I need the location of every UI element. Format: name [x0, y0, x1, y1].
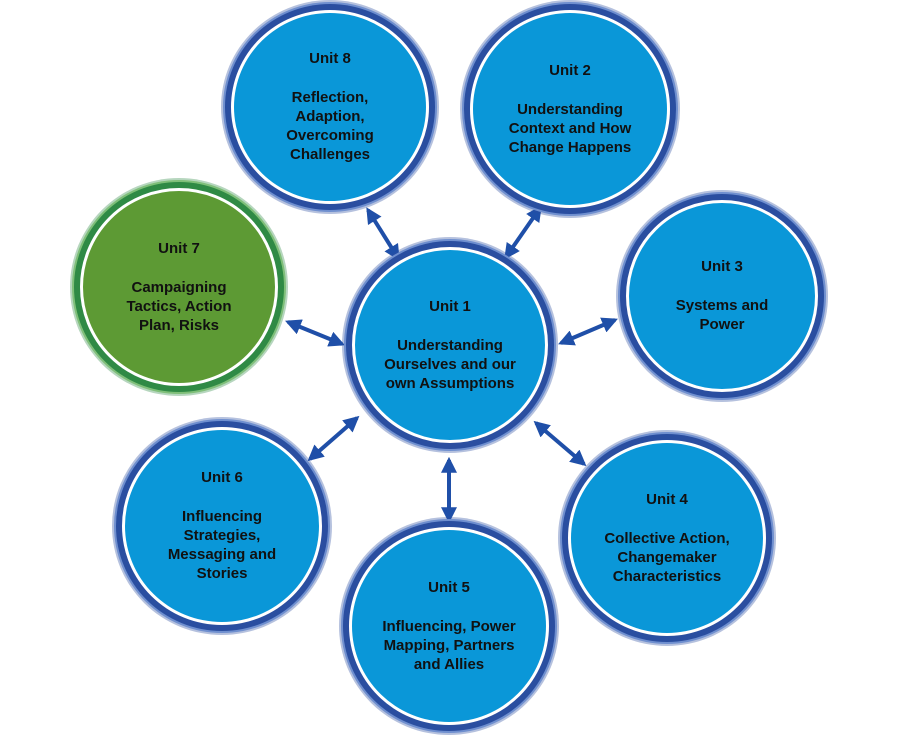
unit-5-circle: Unit 5 Influencing, Power Mapping, Partn… [349, 527, 549, 725]
arrow-unit1-unit6 [307, 415, 360, 462]
unit-4-label: Unit 4 [646, 490, 688, 508]
arrow-unit1-unit2 [504, 205, 542, 260]
arrow-unit1-unit8 [366, 207, 400, 261]
unit-5-label: Unit 5 [428, 578, 470, 596]
unit-7-circle: Unit 7 Campaigning Tactics, Action Plan,… [80, 188, 278, 386]
arrow-unit1-unit4 [533, 420, 587, 467]
unit-7-title: Campaigning Tactics, Action Plan, Risks [126, 278, 232, 334]
unit-4-circle: Unit 4 Collective Action, Changemaker Ch… [568, 440, 766, 636]
unit-8-label: Unit 8 [309, 50, 351, 67]
unit-2-title: Understanding Context and How Change Hap… [508, 100, 632, 156]
unit-6-title: Influencing Strategies, Messaging and St… [167, 508, 277, 582]
unit-5-title: Influencing, Power Mapping, Partners and… [382, 617, 516, 673]
unit-3-label: Unit 3 [701, 258, 743, 275]
unit-4-title: Collective Action, Changemaker Character… [604, 529, 730, 585]
unit-1-circle: Unit 1 Understanding Ourselves and our o… [352, 247, 548, 443]
unit-6-label: Unit 6 [201, 469, 243, 486]
unit-3-title: Systems and Power [675, 297, 769, 333]
unit-3-circle: Unit 3 Systems and Power [626, 200, 818, 392]
unit-7-label: Unit 7 [158, 239, 200, 257]
unit-6-circle: Unit 6 Influencing Strategies, Messaging… [122, 427, 322, 625]
unit-2-label: Unit 2 [549, 61, 591, 79]
unit-1-title: Understanding Ourselves and our own Assu… [384, 336, 516, 392]
unit-2-circle: Unit 2 Understanding Context and How Cha… [470, 10, 670, 208]
unit-8-title: Reflection, Adaption, Overcoming Challen… [286, 89, 374, 163]
arrow-unit1-unit3 [558, 317, 618, 346]
arrow-unit1-unit7 [285, 319, 345, 347]
unit-8-circle: Unit 8 Reflection, Adaption, Overcoming … [231, 10, 429, 204]
unit-1-label: Unit 1 [429, 297, 471, 315]
